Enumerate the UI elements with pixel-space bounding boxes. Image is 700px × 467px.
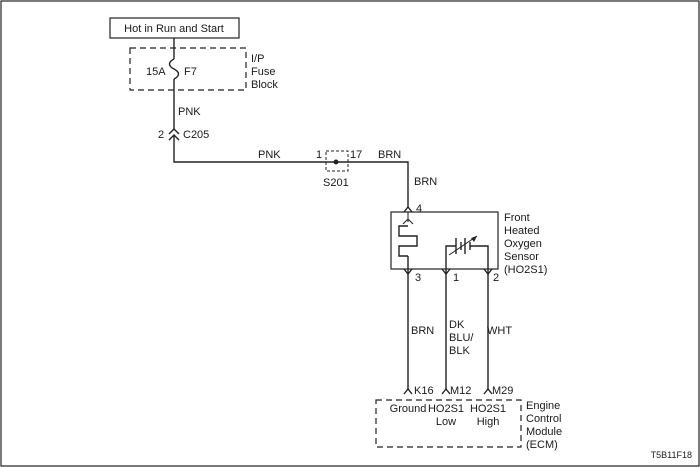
sensor-lead-low — [445, 245, 456, 274]
ecm-k16-label-1: Ground — [390, 403, 427, 415]
sensor-pin-2: 2 — [493, 272, 499, 284]
sensor-pin-3: 3 — [415, 272, 421, 284]
variable-arrow-icon — [471, 236, 477, 242]
wire-color-dkblublk-1: DK — [449, 319, 465, 331]
power-source-label: Hot in Run and Start — [124, 23, 224, 35]
c205-pin: 2 — [158, 129, 164, 141]
wire-color-dkblublk-3: BLK — [449, 345, 470, 357]
ecm-k16-connector-icon — [403, 387, 413, 395]
heater-element-icon — [398, 225, 418, 257]
ecm-m29-label-1: HO2S1 — [470, 403, 506, 415]
fuse-id: F7 — [184, 66, 197, 78]
wire-color-brn-3: BRN — [411, 325, 434, 337]
heater-arrow-icon — [402, 212, 414, 225]
c205-name: C205 — [183, 129, 209, 141]
ecm-m12-label-2: Low — [436, 416, 456, 428]
sensor-pin-1: 1 — [453, 272, 459, 284]
wire-color-brn-2: BRN — [414, 176, 437, 188]
wire-color-wht: WHT — [487, 325, 512, 337]
wire-color-brn-1: BRN — [378, 149, 401, 161]
c205-connector-upper-icon — [168, 128, 180, 135]
ecm-box — [375, 399, 522, 448]
sensor-label-3: Oxygen — [504, 238, 542, 250]
ecm-m12-connector-icon — [441, 387, 451, 395]
splice-s201-box — [325, 150, 349, 172]
wire-color-pnk-1: PNK — [178, 106, 201, 118]
fuse-icon — [168, 58, 180, 80]
sensor-lead-high — [470, 245, 489, 274]
s201-pin-out: 17 — [350, 149, 362, 161]
fuse-block-label-2: Fuse — [251, 66, 275, 78]
ecm-m29-label-2: High — [477, 416, 500, 428]
ecm-m29-connector-icon — [483, 387, 493, 395]
o2-sensor-box — [390, 211, 499, 270]
fuse-block-box — [129, 47, 247, 91]
ecm-label-3: Module — [526, 426, 562, 438]
ecm-label-2: Control — [526, 413, 561, 425]
ecm-label-4: (ECM) — [526, 439, 558, 451]
sensor-label-1: Front — [504, 212, 530, 224]
fuse-block-label-1: I/P — [251, 53, 264, 65]
ecm-terminal-m12: M12 — [450, 385, 471, 397]
wire-c205-to-s201 — [173, 135, 336, 163]
sensor-pin-4: 4 — [416, 203, 422, 215]
fuse-rating: 15A — [146, 66, 166, 78]
sensor-label-2: Heated — [504, 225, 539, 237]
fuse-block-label-3: Block — [251, 79, 278, 91]
sensor-label-5: (HO2S1) — [504, 264, 547, 276]
sensor-label-4: Sensor — [504, 251, 539, 263]
ecm-terminal-m29: M29 — [492, 385, 513, 397]
s201-name: S201 — [323, 177, 349, 189]
wire-s201-to-sensor — [336, 161, 409, 207]
sensor-pin4-connector-icon — [403, 205, 413, 213]
ecm-terminal-k16: K16 — [414, 385, 434, 397]
ecm-m12-label-1: HO2S1 — [428, 403, 464, 415]
wire-color-dkblublk-2: BLU/ — [449, 332, 474, 344]
figure-code: T5B11F18 — [651, 450, 692, 460]
ecm-label-1: Engine — [526, 400, 560, 412]
s201-pin-in: 1 — [316, 149, 322, 161]
wire-color-pnk-2: PNK — [258, 149, 281, 161]
